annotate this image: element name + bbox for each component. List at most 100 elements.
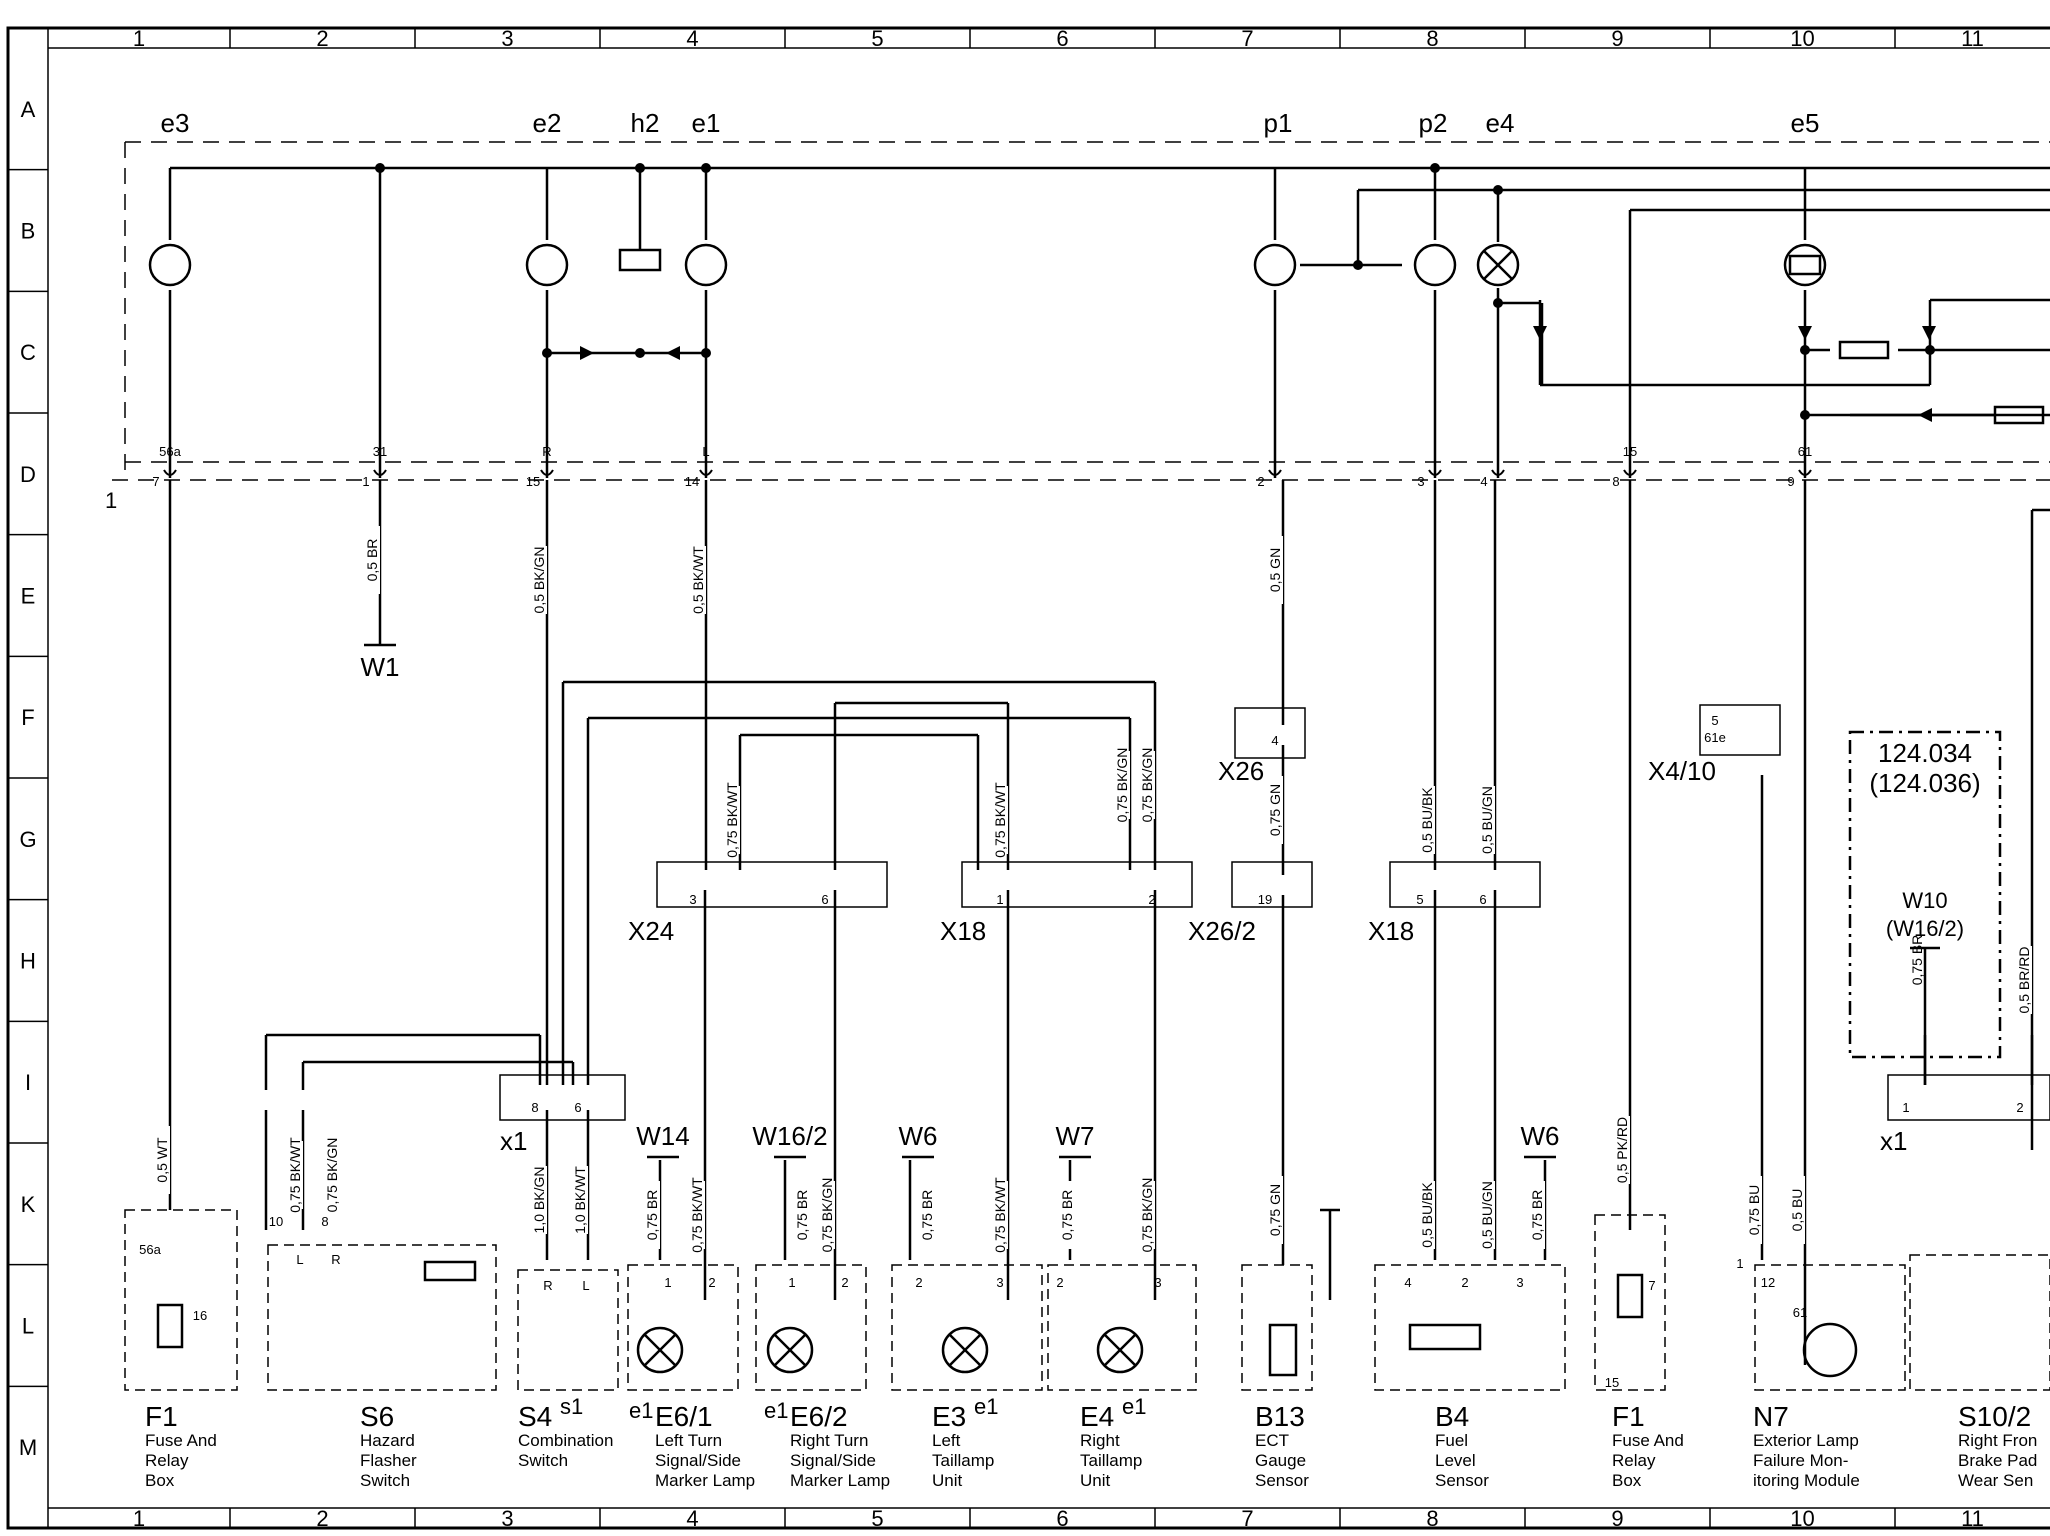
wire-color-label: 0,75 BK/WT xyxy=(287,1137,303,1213)
diagram-frame xyxy=(6,26,2050,1530)
connector-pin: L xyxy=(296,1252,303,1267)
wire-color-text: 0,75 BU xyxy=(1746,1185,1762,1236)
component-description: Box xyxy=(145,1471,175,1490)
component-description: Sensor xyxy=(1255,1471,1309,1490)
column-label-bottom: 3 xyxy=(501,1506,513,1531)
wire-color-text: 0,75 BK/WT xyxy=(992,782,1008,858)
cluster-pin-name: L xyxy=(702,444,709,459)
connector-label: x1 xyxy=(1880,1126,1907,1156)
connector-pin: 16 xyxy=(193,1308,207,1323)
cluster-pin-number: 7 xyxy=(152,474,159,489)
wire-label-bg xyxy=(1116,751,1130,819)
component-description: Relay xyxy=(1612,1451,1656,1470)
column-label-bottom: 10 xyxy=(1790,1506,1814,1531)
wire-color-label: 0,75 BR xyxy=(794,1181,810,1249)
wire-color-text: 0,75 BK/GN xyxy=(819,1178,835,1253)
component-bulbs xyxy=(156,1260,1858,1378)
wire-color-text: 0,75 BR xyxy=(794,1190,810,1241)
component-id: E4 xyxy=(1080,1401,1114,1432)
wire-label-bg xyxy=(2018,946,2032,1014)
wires xyxy=(168,166,2050,1365)
model-note-ground: W10 xyxy=(1902,888,1947,913)
connector-pin: L xyxy=(582,1278,589,1293)
cluster-terminal-label: h2 xyxy=(631,108,660,138)
wire-color-text: 1,0 BK/GN xyxy=(531,1167,547,1234)
component-description: Brake Pad xyxy=(1958,1451,2037,1470)
connector-pin: 4 xyxy=(1271,733,1278,748)
pin-socket xyxy=(1491,469,1505,476)
wire-color-text: 0,5 BK/GN xyxy=(531,547,547,614)
column-label-bottom: 1 xyxy=(133,1506,145,1531)
cluster-terminal-label: p2 xyxy=(1419,108,1448,138)
component-description: Right xyxy=(1080,1431,1120,1450)
component-superscript: s1 xyxy=(560,1394,583,1419)
connector-label: X4/10 xyxy=(1648,756,1716,786)
wire-color-label: 0,5 BU/BK xyxy=(1419,1181,1435,1249)
cluster-terminal-label: p1 xyxy=(1264,108,1293,138)
wire-color-label: 0,75 BR xyxy=(1529,1181,1545,1249)
wire-color-text: 0,75 BR xyxy=(1909,935,1925,986)
column-label-top: 8 xyxy=(1426,26,1438,51)
wire-color-text: 0,75 GN xyxy=(1267,1184,1283,1236)
pin-socket xyxy=(1623,469,1637,476)
connector-pin: 56a xyxy=(139,1242,161,1257)
wire-label-bg xyxy=(646,1181,660,1249)
cluster-diodes xyxy=(580,326,1936,422)
connector-pin: 1 xyxy=(1736,1256,1743,1271)
wire-color-text: 0,5 BU xyxy=(1789,1189,1805,1232)
wire-color-label: 0,5 BU xyxy=(1789,1176,1805,1244)
wire-color-label: 0,5 BR xyxy=(364,526,380,594)
wire-label-bg xyxy=(1269,1176,1283,1244)
connector-pin: 1 xyxy=(788,1275,795,1290)
connector-housing xyxy=(1887,1074,2050,1121)
cluster-pin-name: 15 xyxy=(1623,444,1637,459)
component-description: Marker Lamp xyxy=(655,1471,755,1490)
connector-pin: 1 xyxy=(996,892,1003,907)
wire-label-bg xyxy=(796,1181,810,1249)
component-description: Fuse And xyxy=(1612,1431,1684,1450)
cluster-terminal-label: e5 xyxy=(1791,108,1820,138)
component-description: Sensor xyxy=(1435,1471,1489,1490)
wire-color-label: 0,75 BK/GN xyxy=(1139,1178,1155,1252)
wire-color-text: 0,5 BU/BK xyxy=(1419,787,1435,853)
wire-color-label: 0,75 BK/GN xyxy=(324,1138,340,1212)
wire-color-label: 0,75 BU xyxy=(1746,1176,1762,1244)
wire-color-label: 1,0 BK/WT xyxy=(572,1166,588,1234)
component-description: Switch xyxy=(360,1471,410,1490)
pin-socket xyxy=(1268,469,1282,476)
row-label: E xyxy=(21,584,36,609)
column-label-bottom: 4 xyxy=(686,1506,698,1531)
row-label: K xyxy=(21,1192,36,1217)
wire-color-text: 0,75 BR xyxy=(1529,1190,1545,1241)
column-label-top: 7 xyxy=(1241,26,1253,51)
component-outlines xyxy=(124,730,2050,1391)
component-description: Taillamp xyxy=(932,1451,994,1470)
cluster-pin-number: 3 xyxy=(1417,474,1424,489)
wire-color-text: 0,5 BU/GN xyxy=(1479,786,1495,854)
wire-label-bg xyxy=(1531,1181,1545,1249)
column-label-bottom: 2 xyxy=(316,1506,328,1531)
component-id: E6/2 xyxy=(790,1401,848,1432)
connector-housing xyxy=(1231,861,1313,908)
connector-pin: 2 xyxy=(2016,1100,2023,1115)
ground-label: W1 xyxy=(361,652,400,682)
wire-label-bg xyxy=(692,546,706,614)
connector-pin: 15 xyxy=(1605,1375,1619,1390)
column-label-top: 3 xyxy=(501,26,513,51)
component-superscript: e1 xyxy=(974,1394,998,1419)
cluster-terminal-label: e2 xyxy=(533,108,562,138)
wire-color-label: 0,75 BK/GN xyxy=(819,1178,835,1253)
wire-label-bg xyxy=(1421,786,1435,854)
connector-label: X24 xyxy=(628,916,674,946)
component-description: Signal/Side xyxy=(790,1451,876,1470)
wire-color-label: 0,75 BR xyxy=(1059,1181,1075,1249)
component-description: Marker Lamp xyxy=(790,1471,890,1490)
component-description: Unit xyxy=(1080,1471,1111,1490)
connector-pin: 61 xyxy=(1793,1305,1807,1320)
cluster-pin-name: R xyxy=(542,444,551,459)
